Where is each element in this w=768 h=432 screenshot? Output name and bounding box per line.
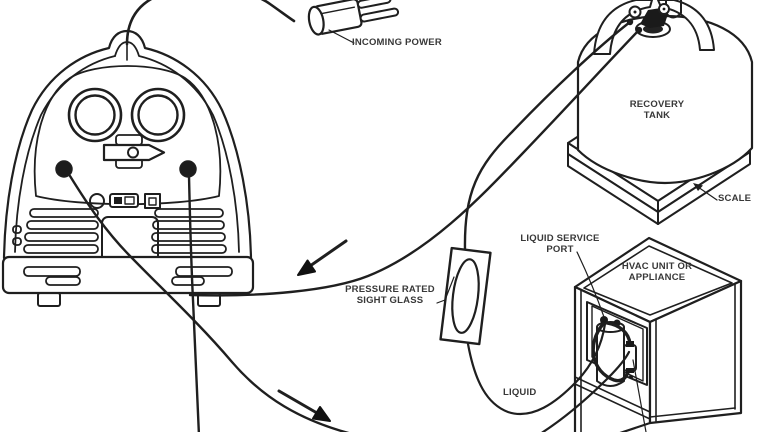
label-hvac-unit-line1: HVAC UNIT OR — [621, 261, 693, 272]
label-sight-glass-line2: SIGHT GLASS — [356, 294, 424, 306]
power-plug-icon — [307, 0, 400, 36]
recovery-machine — [1, 29, 255, 307]
label-recovery-tank-line1: RECOVERY — [629, 99, 685, 110]
label-liquid-service-port: LIQUID SERVICE PORT — [510, 233, 610, 255]
sight-glass — [439, 246, 492, 346]
incoming-power-leader-line — [328, 29, 355, 44]
port-left[interactable] — [55, 160, 73, 178]
label-hvac-unit-line2: APPLIANCE — [628, 271, 686, 283]
label-liquid: LIQUID — [503, 387, 537, 398]
cutoff-leader-line — [632, 359, 647, 432]
vent-grille-left — [12, 208, 99, 254]
label-recovery-tank-line2: TANK — [643, 109, 671, 121]
label-scale: SCALE — [718, 193, 752, 204]
hvac-filter-drier — [623, 341, 637, 379]
flow-arrow-to-hvac — [277, 389, 331, 422]
hvac-unit — [573, 236, 743, 432]
hose-bottom-to-hvac — [541, 350, 631, 432]
power-switch[interactable] — [109, 193, 139, 208]
hose-tank-to-machine — [188, 28, 641, 297]
sight-glass-leader-line — [436, 276, 455, 304]
hose-tank-to-sight-glass — [463, 20, 632, 252]
hose-machine-discharge — [68, 174, 350, 432]
tank-valve-assembly — [626, 3, 671, 38]
gauge-left — [67, 87, 123, 143]
selector-knob[interactable] — [102, 134, 166, 169]
port-right[interactable] — [179, 160, 197, 178]
indicator-light — [89, 193, 105, 209]
hose-liquid-to-hvac — [466, 322, 607, 416]
gauge-right — [130, 87, 186, 143]
flow-arrow-to-machine — [297, 239, 348, 276]
liquid-service-port-leader-line — [576, 251, 605, 318]
label-incoming-power: INCOMING POWER — [352, 37, 442, 48]
outlet-socket — [144, 193, 161, 209]
machine-base — [1, 255, 255, 307]
label-hvac-unit: HVAC UNIT OR APPLIANCE — [607, 261, 707, 283]
scale-leader-line — [693, 183, 718, 201]
label-sight-glass-line1: PRESSURE RATED — [345, 284, 435, 295]
label-recovery-tank: RECOVERY TANK — [607, 99, 707, 121]
recovery-tank — [576, 0, 754, 185]
hose-machine-right-port — [187, 174, 201, 432]
label-liquid-service-port-line2: PORT — [546, 243, 574, 255]
power-cord — [125, 0, 296, 46]
label-sight-glass: PRESSURE RATED SIGHT GLASS — [338, 284, 442, 306]
label-liquid-service-port-line1: LIQUID SERVICE — [520, 233, 600, 244]
